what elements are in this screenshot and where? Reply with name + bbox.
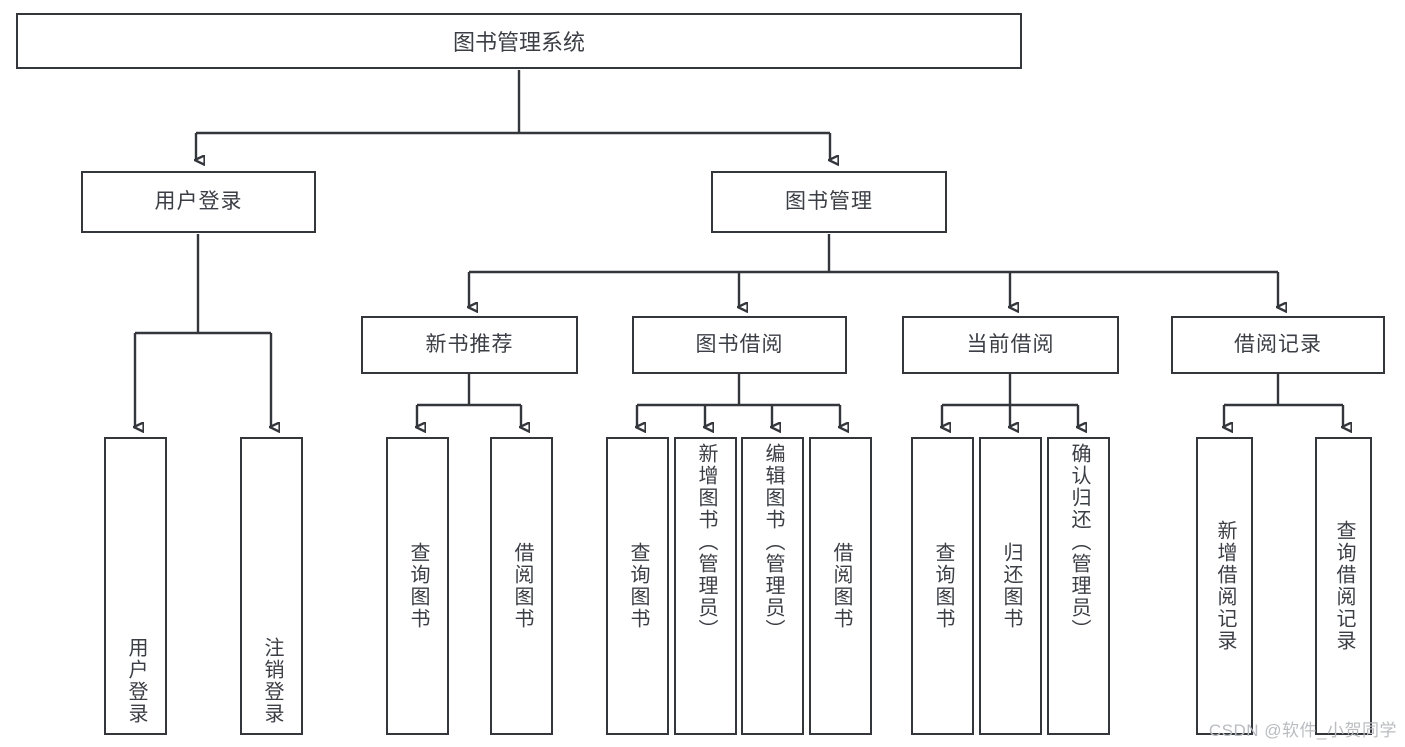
node-label: 新书推荐 bbox=[425, 333, 514, 357]
node-borrow-record[interactable]: 借阅记录 bbox=[1171, 316, 1385, 374]
leaf-label: 借阅图书 bbox=[511, 542, 533, 630]
leaf-borrow-book-recommend[interactable]: 借阅图书 bbox=[490, 437, 553, 735]
leaf-label: 新增借阅记录 bbox=[1214, 520, 1236, 652]
watermark: CSDN @软件_小贺同学 bbox=[1208, 721, 1397, 740]
node-label: 图书管理系统 bbox=[452, 30, 585, 55]
leaf-label: 新增图书（管理员） bbox=[695, 443, 717, 641]
leaf-return-book[interactable]: 归还图书 bbox=[979, 437, 1042, 735]
leaf-query-borrow-record[interactable]: 查询借阅记录 bbox=[1315, 437, 1372, 735]
node-current-borrow[interactable]: 当前借阅 bbox=[902, 316, 1119, 374]
leaf-label: 确认归还（管理员） bbox=[1068, 443, 1090, 641]
leaf-label: 用户登录 bbox=[125, 637, 147, 725]
node-label: 当前借阅 bbox=[966, 333, 1055, 357]
node-label: 图书管理 bbox=[785, 190, 873, 214]
leaf-label: 借阅图书 bbox=[830, 542, 852, 630]
leaf-label: 归还图书 bbox=[1000, 542, 1022, 630]
leaf-label: 查询图书 bbox=[407, 542, 429, 630]
leaf-add-borrow-record[interactable]: 新增借阅记录 bbox=[1196, 437, 1253, 735]
leaf-logout-login[interactable]: 注销登录 bbox=[240, 437, 303, 735]
node-label: 图书借阅 bbox=[695, 333, 784, 357]
leaf-user-login[interactable]: 用户登录 bbox=[104, 437, 167, 735]
leaf-query-book-current[interactable]: 查询图书 bbox=[911, 437, 974, 735]
leaf-label: 查询图书 bbox=[932, 542, 954, 630]
leaf-query-book-recommend[interactable]: 查询图书 bbox=[386, 437, 449, 735]
leaf-label: 编辑图书（管理员） bbox=[762, 443, 784, 641]
leaf-borrow-book[interactable]: 借阅图书 bbox=[809, 437, 872, 735]
leaf-add-book-admin[interactable]: 新增图书（管理员） bbox=[674, 437, 737, 735]
node-root-system[interactable]: 图书管理系统 bbox=[16, 13, 1022, 69]
node-book-borrow[interactable]: 图书借阅 bbox=[632, 316, 847, 374]
node-label: 用户登录 bbox=[154, 190, 243, 214]
leaf-edit-book-admin[interactable]: 编辑图书（管理员） bbox=[741, 437, 804, 735]
leaf-query-book-borrow[interactable]: 查询图书 bbox=[606, 437, 669, 735]
node-new-book-recommend[interactable]: 新书推荐 bbox=[361, 316, 578, 374]
node-user-login[interactable]: 用户登录 bbox=[81, 171, 316, 233]
node-label: 借阅记录 bbox=[1234, 333, 1322, 357]
node-book-management[interactable]: 图书管理 bbox=[711, 171, 947, 233]
leaf-confirm-return-admin[interactable]: 确认归还（管理员） bbox=[1047, 437, 1110, 735]
leaf-label: 注销登录 bbox=[261, 637, 283, 725]
leaf-label: 查询图书 bbox=[627, 542, 649, 630]
leaf-label: 查询借阅记录 bbox=[1333, 520, 1355, 652]
